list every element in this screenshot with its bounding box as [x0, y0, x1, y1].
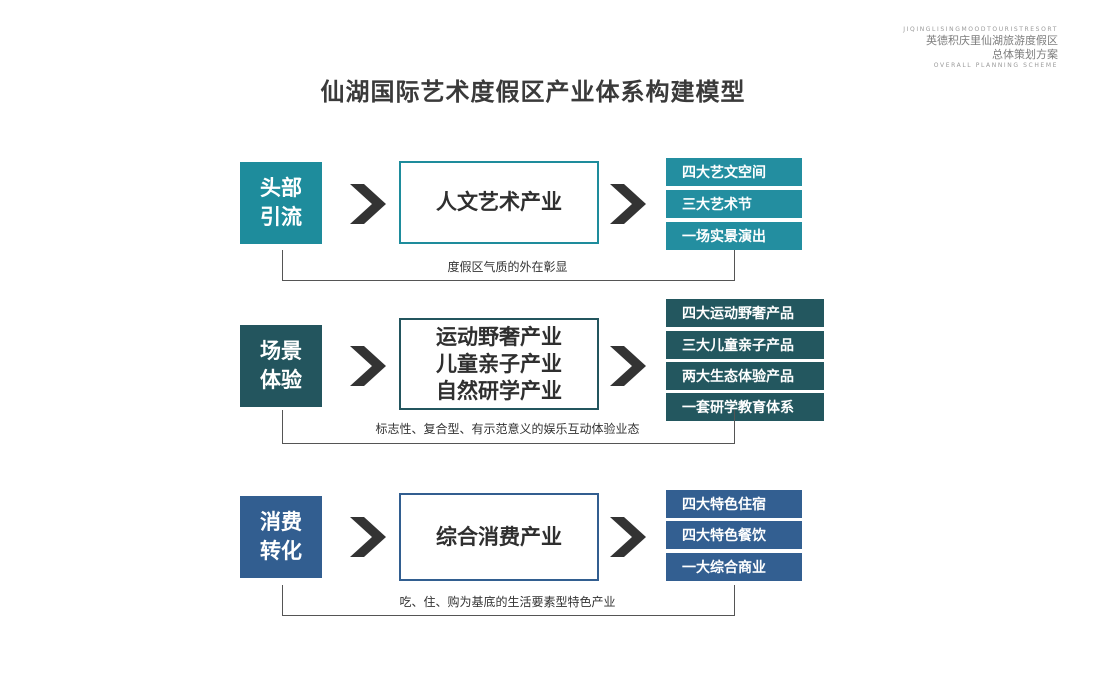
row2-item-2: 三大儿童亲子产品 [666, 331, 824, 359]
row1-tag: 头部 引流 [240, 162, 322, 244]
brand-line-2: 总体策划方案 [992, 48, 1058, 61]
row1-item-2: 三大艺术节 [666, 190, 802, 218]
brand-logo: JIQINGLISINGMOODTOURISTRESORT 英德积庆里仙湖旅游度… [903, 26, 1058, 70]
row3-chevron-icon-left [350, 517, 386, 557]
row2-chevron-icon-left [350, 346, 386, 386]
row2-caption: 标志性、复合型、有示范意义的娱乐互动体验业态 [375, 422, 640, 436]
brand-bottom-small: OVERALL PLANNING SCHEME [933, 62, 1058, 69]
row3-tag-line2: 转化 [260, 539, 302, 563]
row3-bracket [282, 585, 735, 616]
row1-bracket [282, 250, 735, 281]
row1-tag-line2: 引流 [260, 205, 302, 229]
row3-center-label: 综合消费产业 [436, 524, 562, 549]
row3-item-1: 四大特色住宿 [666, 490, 802, 518]
row2-item-1: 四大运动野奢产品 [666, 299, 824, 327]
row3-item-2: 四大特色餐饮 [666, 521, 802, 549]
row2-tag: 场景 体验 [240, 325, 322, 407]
row2-center-label-2: 儿童亲子产业 [436, 351, 562, 376]
row2-bracket [282, 410, 735, 444]
row1-tag-line1: 头部 [260, 176, 302, 200]
row3-center-box: 综合消费产业 [399, 493, 599, 581]
row2-center-label-1: 运动野奢产业 [436, 324, 562, 349]
row2-tag-line2: 体验 [260, 368, 302, 392]
row1-chevron-icon-right [610, 184, 646, 224]
row3-caption: 吃、住、购为基底的生活要素型特色产业 [399, 595, 616, 609]
row1-center-label: 人文艺术产业 [436, 190, 562, 214]
row2-chevron-icon-right [610, 346, 646, 386]
page-title: 仙湖国际艺术度假区产业体系构建模型 [320, 78, 746, 106]
row3-item-3: 一大综合商业 [666, 553, 802, 581]
row2-tag-line1: 场景 [260, 339, 302, 363]
row1-item-3: 一场实景演出 [666, 222, 802, 250]
row1-center-box: 人文艺术产业 [399, 161, 599, 244]
row2-item-3: 两大生态体验产品 [666, 362, 824, 390]
brand-line-1: 英德积庆里仙湖旅游度假区 [926, 34, 1058, 47]
row3-chevron-icon-right [610, 517, 646, 557]
brand-top-small: JIQINGLISINGMOODTOURISTRESORT [903, 26, 1058, 33]
row3-tag: 消费 转化 [240, 496, 322, 578]
row2-center-box: 运动野奢产业 儿童亲子产业 自然研学产业 [399, 318, 599, 410]
row2-center-label-3: 自然研学产业 [436, 378, 562, 403]
row1-chevron-icon-left [350, 184, 386, 224]
row3-tag-line1: 消费 [260, 510, 302, 534]
row1-item-1: 四大艺文空间 [666, 158, 802, 186]
row1-caption: 度假区气质的外在彰显 [447, 260, 568, 274]
row2-item-4: 一套研学教育体系 [666, 393, 824, 421]
